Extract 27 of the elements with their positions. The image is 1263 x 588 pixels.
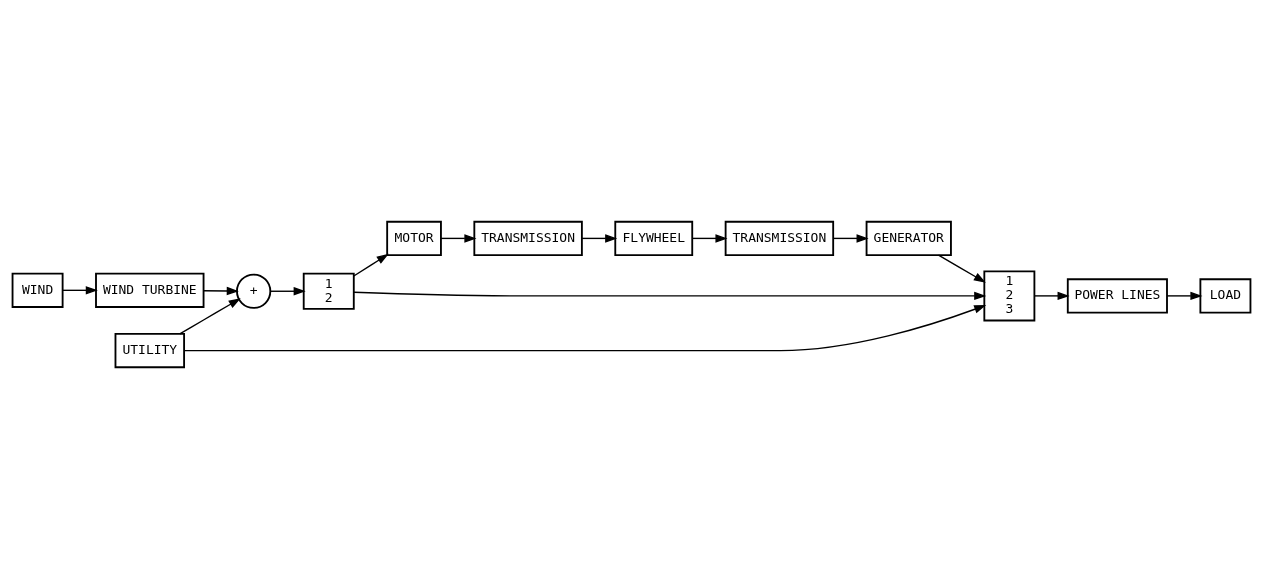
node-circle: +: [236, 273, 272, 309]
arrow: [1166, 291, 1203, 300]
node-box: GENERATOR: [865, 220, 952, 256]
node-box: TRANSMISSION: [724, 220, 835, 256]
arrow: [353, 291, 987, 300]
arrow: [62, 285, 98, 295]
arrow: [691, 233, 728, 243]
node-box: FLYWHEEL: [614, 220, 694, 256]
node-box: 1 2 3: [983, 269, 1036, 321]
arrow: [179, 297, 241, 334]
arrow: [183, 304, 987, 351]
node-box: 1 2: [302, 272, 355, 310]
arrow: [353, 253, 389, 277]
arrow: [1033, 291, 1070, 300]
node-box: WIND: [11, 272, 64, 308]
arrow: [937, 254, 986, 283]
arrow: [203, 286, 239, 295]
node-box: TRANSMISSION: [473, 220, 583, 256]
node-box: UTILITY: [114, 332, 185, 368]
arrow: [269, 286, 306, 295]
node-box: MOTOR: [386, 220, 442, 256]
node-box: LOAD: [1199, 277, 1252, 313]
node-box: POWER LINES: [1066, 277, 1168, 313]
arrow: [581, 233, 618, 243]
arrow: [832, 233, 869, 243]
arrow: [440, 233, 477, 243]
node-box: WIND TURBINE: [95, 272, 205, 308]
